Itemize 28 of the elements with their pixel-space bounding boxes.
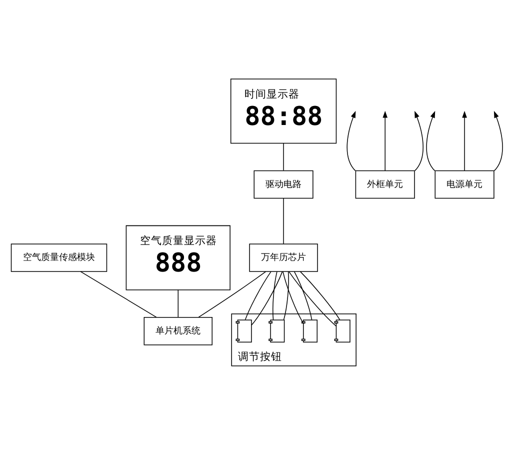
connector xyxy=(288,270,337,326)
connector xyxy=(272,270,278,320)
connector xyxy=(283,270,289,320)
node-box: 单片机系统 xyxy=(144,316,212,345)
node-box: 电源单元 xyxy=(434,170,494,198)
node-box: 万年历芯片 xyxy=(249,243,318,272)
node-box: 驱动电路 xyxy=(254,170,314,198)
cluster: 调节按钮 xyxy=(231,313,356,366)
node-box: 外框单元 xyxy=(355,170,415,198)
connector xyxy=(80,270,157,318)
connector xyxy=(282,270,304,324)
connector xyxy=(251,270,283,326)
connector xyxy=(244,270,272,320)
node-box: 空气质量传感模块 xyxy=(10,243,108,272)
arrow xyxy=(462,110,467,171)
connector xyxy=(198,270,266,318)
arrow xyxy=(414,110,424,171)
connector xyxy=(300,270,340,320)
connector xyxy=(283,142,284,170)
node-box: 空气质量显示器 888 xyxy=(126,224,230,290)
arrow xyxy=(494,110,503,171)
connector xyxy=(283,198,284,244)
arrow xyxy=(426,110,436,171)
arrow xyxy=(382,110,388,171)
node-box: 时间显示器 88:88 xyxy=(230,78,337,144)
arrow xyxy=(346,110,356,171)
connector xyxy=(178,289,179,317)
connector xyxy=(294,270,312,320)
